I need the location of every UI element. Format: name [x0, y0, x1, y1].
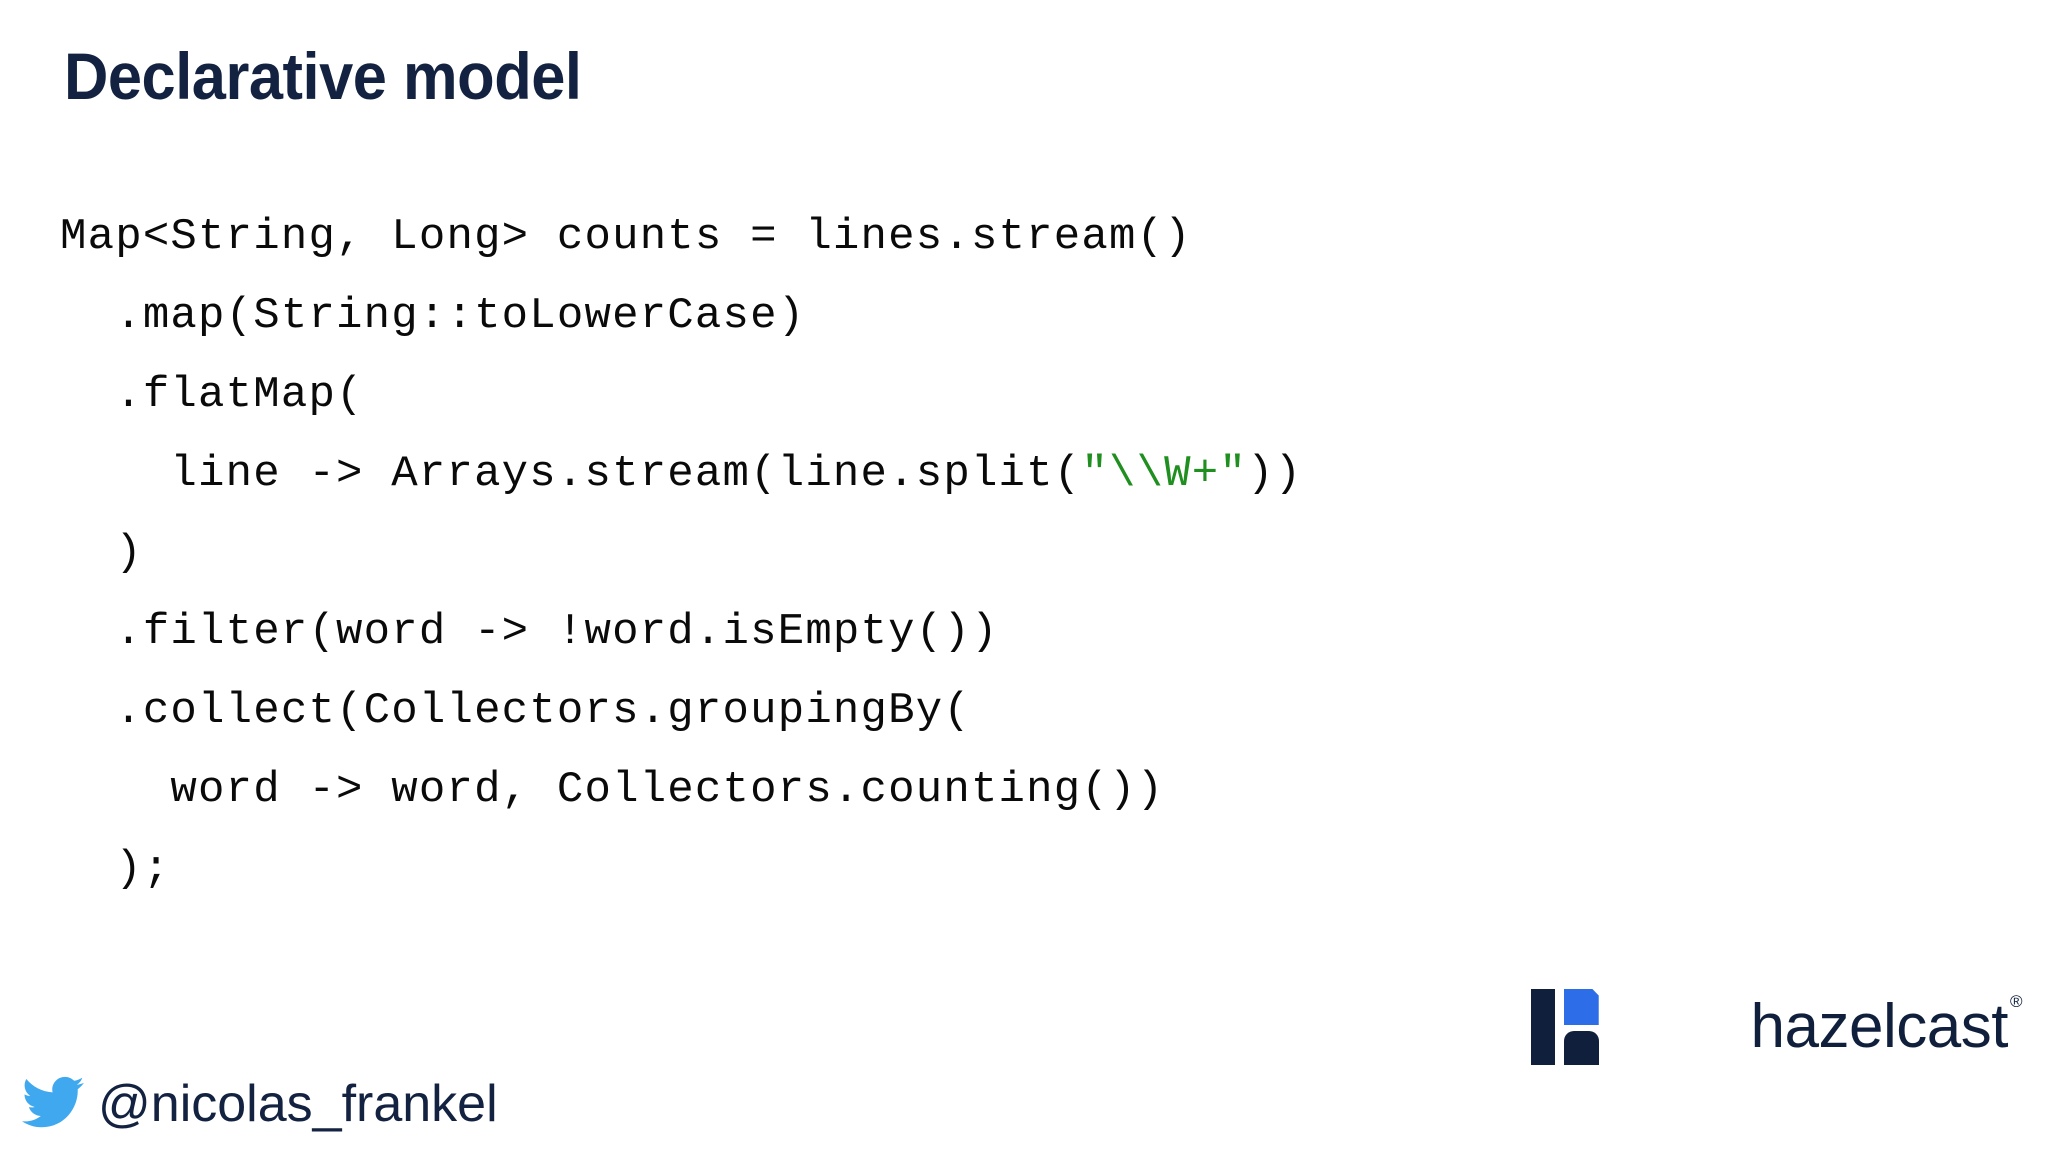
code-block: Map<String, Long> counts = lines.stream(…	[60, 198, 1302, 909]
code-token-plain: line -> Arrays.stream(line.split(	[60, 449, 1082, 499]
code-line: .filter(word -> !word.isEmpty())	[60, 593, 1302, 672]
code-line: );	[60, 830, 1302, 909]
code-line: word -> word, Collectors.counting())	[60, 751, 1302, 830]
code-line: Map<String, Long> counts = lines.stream(…	[60, 198, 1302, 277]
code-token-plain: .collect(Collectors.groupingBy(	[60, 686, 971, 736]
twitter-credit: @nicolas_frankel	[22, 1074, 498, 1130]
hazelcast-mark-pill	[1563, 1031, 1599, 1065]
code-token-plain: .filter(word -> !word.isEmpty())	[60, 607, 999, 657]
code-token-plain: )	[60, 528, 143, 578]
registered-trademark-mark: ®	[2009, 992, 2023, 1012]
code-line: .map(String::toLowerCase)	[60, 277, 1302, 356]
code-token-plain: Map<String, Long> counts = lines.stream(…	[60, 212, 1192, 262]
twitter-handle: @nicolas_frankel	[98, 1075, 498, 1133]
code-token-plain: .map(String::toLowerCase)	[60, 291, 806, 341]
code-line: )	[60, 514, 1302, 593]
hazelcast-wordmark-text: hazelcast	[1750, 992, 2009, 1061]
code-token-plain: ))	[1247, 449, 1303, 499]
code-line: .flatMap(	[60, 356, 1302, 435]
code-token-plain: );	[60, 844, 171, 894]
hazelcast-mark-icon	[1530, 989, 1599, 1065]
slide-footer: @nicolas_frankel hazelcast®	[0, 989, 2048, 1152]
code-token-plain: .flatMap(	[60, 370, 364, 420]
code-line: line -> Arrays.stream(line.split("\\W+")…	[60, 435, 1302, 514]
hazelcast-mark-bar	[1530, 989, 1555, 1065]
code-line: .collect(Collectors.groupingBy(	[60, 672, 1302, 751]
hazelcast-logo: hazelcast®	[1530, 934, 2023, 1120]
code-token-string: "\\W+"	[1081, 449, 1247, 499]
hazelcast-mark-square	[1563, 989, 1599, 1025]
twitter-bird-icon	[22, 1074, 84, 1130]
hazelcast-wordmark: hazelcast®	[1617, 934, 2023, 1120]
code-token-plain: word -> word, Collectors.counting())	[60, 765, 1165, 815]
page-title: Declarative model	[64, 39, 582, 113]
